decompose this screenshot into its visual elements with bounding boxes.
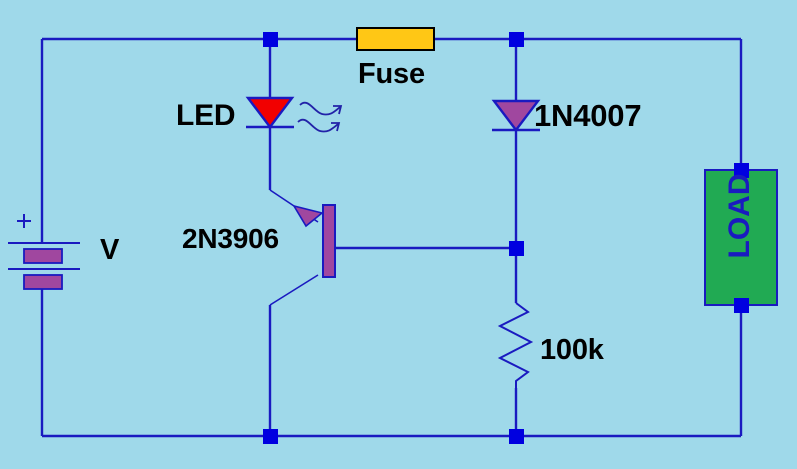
resistor-symbol[interactable]: [497, 302, 534, 388]
node-load-bottom: [734, 298, 749, 313]
fuse-label: Fuse: [358, 58, 425, 90]
resistor-label: 100k: [540, 334, 604, 366]
transistor-label: 2N3906: [182, 223, 279, 254]
diode-symbol[interactable]: [491, 99, 541, 132]
load-label: LOAD: [723, 173, 756, 259]
load-block[interactable]: [704, 169, 778, 306]
load-body[interactable]: [704, 169, 778, 306]
battery-label: V: [100, 234, 120, 266]
node-top-led: [263, 32, 278, 47]
led-ray-upper-arrowhead: [333, 105, 343, 115]
battery-symbol[interactable]: [8, 214, 80, 290]
node-base: [509, 241, 524, 256]
led-label: LED: [176, 99, 236, 132]
led-ray-upper: [299, 101, 341, 116]
resistor-zigzag[interactable]: [497, 302, 534, 388]
fuse-symbol[interactable]: [356, 27, 435, 51]
transistor-emitter-arrow: [292, 204, 324, 228]
diode-triangle[interactable]: [491, 99, 541, 132]
battery-plus-sign: [17, 214, 31, 228]
wire-network: [40, 37, 743, 438]
node-load-top: [734, 163, 749, 178]
junction-nodes: [263, 32, 749, 444]
wire-emitter-diagonal: [269, 274, 319, 306]
node-bottom-emitter: [263, 429, 278, 444]
led-light-rays: [297, 101, 343, 133]
node-top-diode: [509, 32, 524, 47]
diode-label: 1N4007: [534, 98, 642, 133]
led-ray-lower-arrowhead: [331, 122, 341, 132]
battery-plate-short-2: [23, 274, 63, 290]
led-ray-lower: [297, 118, 339, 133]
led-symbol[interactable]: [245, 96, 343, 133]
led-triangle[interactable]: [245, 96, 295, 129]
transistor-symbol[interactable]: [292, 204, 336, 278]
battery-plate-short-1: [23, 248, 63, 264]
transistor-base-bar[interactable]: [322, 204, 336, 278]
node-bottom-resistor: [509, 429, 524, 444]
fuse-body[interactable]: [356, 27, 435, 51]
